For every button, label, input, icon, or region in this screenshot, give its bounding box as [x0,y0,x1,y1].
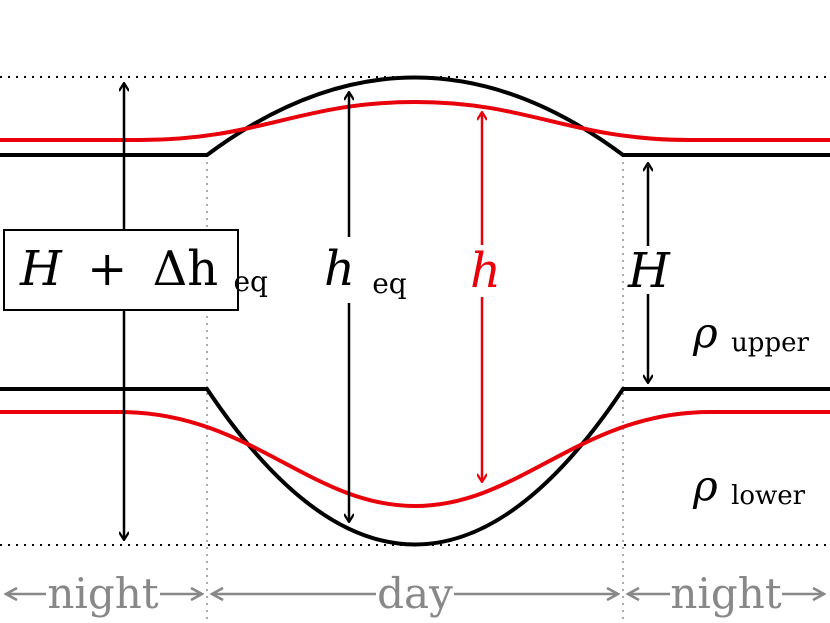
region-label-day: day [377,569,453,618]
region-label-night-left: night [47,569,158,618]
lower-interface-perturbed [0,410,830,509]
total-thickness-box [3,229,239,311]
upper-interface-perturbed [0,99,830,142]
upper-interface-equilibrium [0,75,830,157]
h-label-bg [464,245,500,297]
region-label-night-right: night [670,569,781,618]
rho-upper-label: ρ upper [692,308,809,358]
heq-label: h eq [324,241,407,300]
heq-label-bg [318,237,390,303]
lower-interface-equilibrium [0,387,830,547]
H-label-bg [624,246,672,294]
h-label: h [470,243,501,299]
total-thickness-label: H + Δh eq [19,241,268,298]
H-label: H [627,243,671,299]
rho-lower-label: ρ lower [692,461,806,511]
